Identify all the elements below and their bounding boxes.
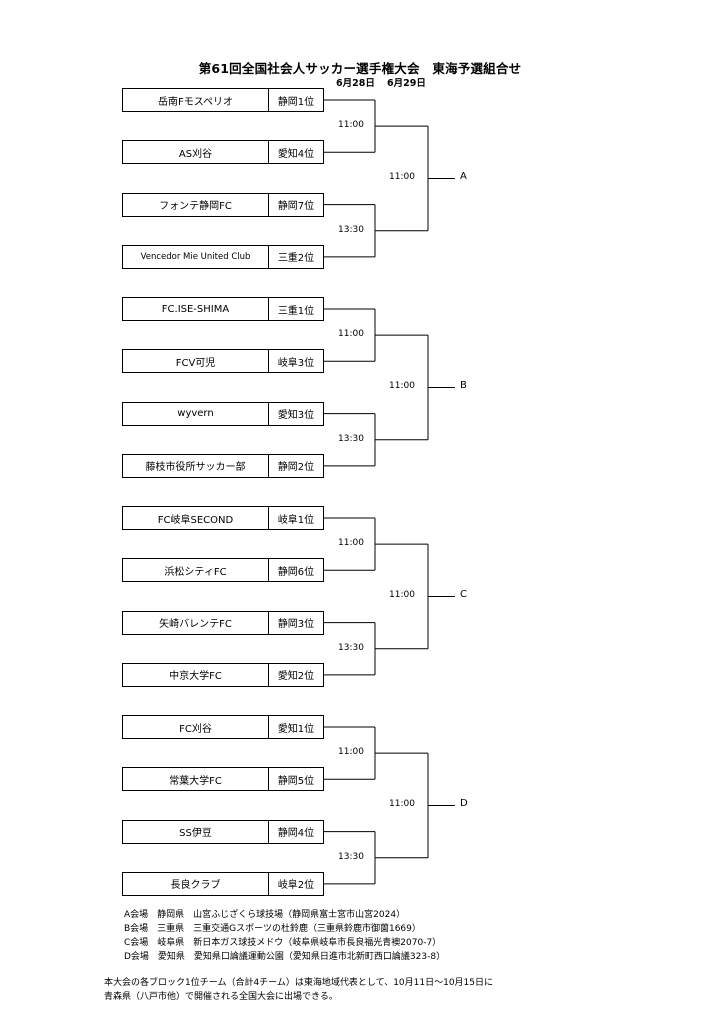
date-day1: 6月28日 <box>336 78 375 89</box>
team-seed: 静岡5位 <box>268 767 324 792</box>
team-seed: 静岡1位 <box>268 88 324 112</box>
team-seed: 静岡6位 <box>268 558 324 583</box>
venue-c: C会場 岐阜県 新日本ガス球技メドウ（岐阜県岐阜市長良福光青襖2070-7） <box>124 938 442 948</box>
team-seed: 愛知1位 <box>268 715 324 739</box>
note-line-2: 青森県（八戸市他）で開催される全国大会に出場できる。 <box>104 992 338 1002</box>
match-time: 13:30 <box>338 433 364 444</box>
venue-b: B会場 三重県 三重交通Gスポーツの杜鈴鹿（三重県鈴鹿市御薗1669） <box>124 924 421 934</box>
team-name: 矢崎バレンテFC <box>122 610 269 635</box>
team-seed: 三重2位 <box>268 244 324 269</box>
block-label: D <box>460 798 468 810</box>
date-day2: 6月29日 <box>387 78 426 89</box>
team-name: FC刈谷 <box>122 715 269 739</box>
team-name: FCV可児 <box>122 349 269 374</box>
block-label: C <box>460 589 467 601</box>
match-time: 13:30 <box>338 642 364 653</box>
final-time: 11:00 <box>389 381 415 392</box>
team-name: AS刈谷 <box>122 140 269 165</box>
team-name: Vencedor Mie United Club <box>122 244 269 269</box>
team-seed: 愛知4位 <box>268 140 324 165</box>
team-name: 岳南Fモスペリオ <box>122 88 269 112</box>
team-seed: 岐阜1位 <box>268 506 324 530</box>
team-seed: 岐阜2位 <box>268 871 324 896</box>
team-name: フォンテ静岡FC <box>122 192 269 217</box>
block-label: A <box>460 171 467 183</box>
team-seed: 愛知2位 <box>268 662 324 687</box>
team-name: 中京大学FC <box>122 662 269 687</box>
match-time: 11:00 <box>338 747 364 758</box>
match-time: 13:30 <box>338 851 364 862</box>
venue-a: A会場 静岡県 山宮ふじざくら球技場（静岡県富士宮市山宮2024） <box>124 910 406 920</box>
match-time: 11:00 <box>338 329 364 340</box>
final-time: 11:00 <box>389 799 415 810</box>
team-name: 浜松シティFC <box>122 558 269 583</box>
team-seed: 静岡3位 <box>268 610 324 635</box>
team-name: 常葉大学FC <box>122 767 269 792</box>
final-time: 11:00 <box>389 172 415 183</box>
team-seed: 岐阜3位 <box>268 349 324 374</box>
team-seed: 静岡7位 <box>268 192 324 217</box>
block-label: B <box>460 380 467 392</box>
team-name: SS伊豆 <box>122 819 269 844</box>
qualification-note: 本大会の各ブロック1位チーム（合計4チーム）は東海地域代表として、10月11日～… <box>104 976 493 1004</box>
final-time: 11:00 <box>389 590 415 601</box>
team-name: wyvern <box>122 401 269 426</box>
team-seed: 静岡4位 <box>268 819 324 844</box>
team-seed: 三重1位 <box>268 297 324 321</box>
venue-d: D会場 愛知県 愛知県口論議運動公園（愛知県日進市北新町西口論議323-8） <box>124 952 446 962</box>
match-time: 11:00 <box>338 538 364 549</box>
match-time: 13:30 <box>338 224 364 235</box>
team-name: 藤枝市役所サッカー部 <box>122 453 269 478</box>
team-name: FC岐阜SECOND <box>122 506 269 530</box>
team-name: 長良クラブ <box>122 871 269 896</box>
team-seed: 静岡2位 <box>268 453 324 478</box>
page-title: 第61回全国社会人サッカー選手権大会 東海予選組合せ <box>198 61 522 76</box>
team-seed: 愛知3位 <box>268 401 324 426</box>
note-line-1: 本大会の各ブロック1位チーム（合計4チーム）は東海地域代表として、10月11日～… <box>104 978 494 988</box>
match-time: 11:00 <box>338 120 364 131</box>
venue-list: A会場 静岡県 山宮ふじざくら球技場（静岡県富士宮市山宮2024） B会場 三重… <box>124 908 445 964</box>
team-name: FC.ISE-SHIMA <box>122 297 269 321</box>
